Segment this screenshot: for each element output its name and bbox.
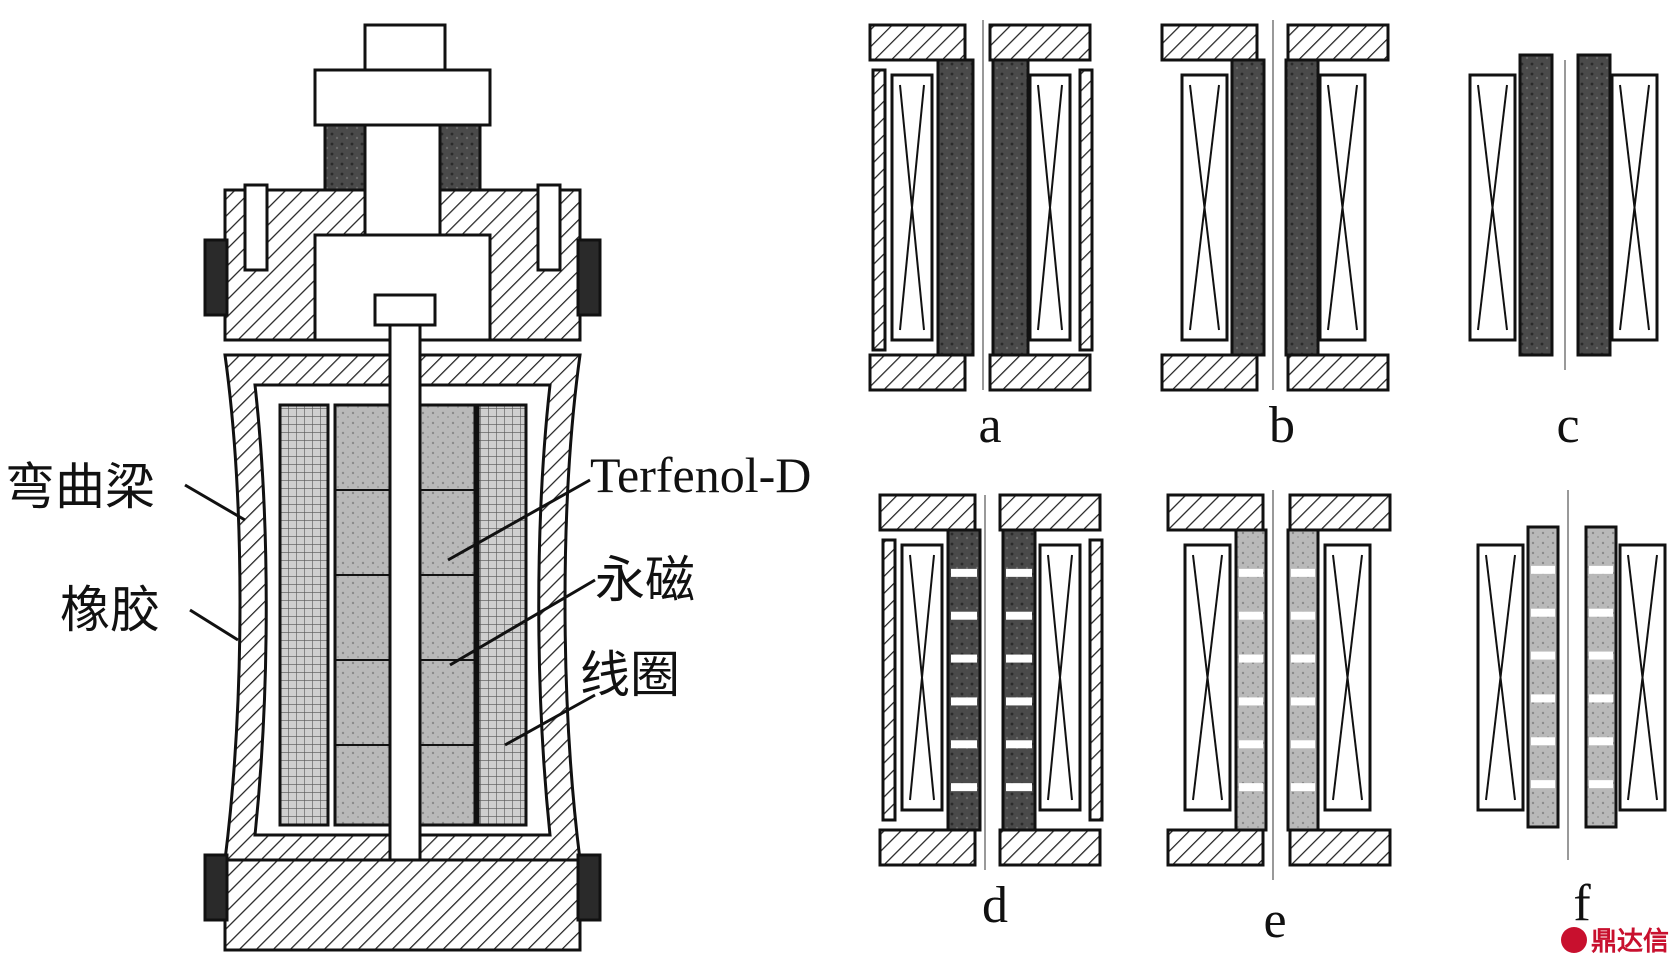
core-f-right-gap-4 xyxy=(1589,694,1613,703)
plate-d-top-left xyxy=(878,493,977,532)
core-c-left xyxy=(1518,53,1554,357)
leader-lines xyxy=(184,478,596,747)
shell-a-left xyxy=(871,68,887,352)
core-d-right-gap-4 xyxy=(1006,697,1032,706)
core-d-right-gap-5 xyxy=(1006,740,1032,749)
panel-label-c: c xyxy=(1556,397,1580,454)
plate-b-top-left xyxy=(1160,23,1259,62)
core-d-left-gap-2 xyxy=(951,611,977,620)
coil-c-left-cross-2 xyxy=(1477,84,1508,331)
coil-e-left-cross-2 xyxy=(1192,554,1223,801)
plate-e-bottom-right xyxy=(1288,828,1392,867)
core-d-right-gap-3 xyxy=(1006,654,1032,663)
core-e-right-gap-4 xyxy=(1291,697,1315,706)
watermark-text: 鼎达信 xyxy=(1590,927,1669,957)
core-f-left-gap-4 xyxy=(1531,694,1555,703)
core-d-right-gap-6 xyxy=(1006,783,1032,792)
panel-label-e: e xyxy=(1263,892,1287,949)
label-coil: 线圈 xyxy=(580,646,680,704)
plate-e-top-right xyxy=(1288,493,1392,532)
plate-b-top-right xyxy=(1286,23,1390,62)
configuration-panels xyxy=(868,20,1667,880)
core-e-right xyxy=(1286,528,1320,832)
core-e-right-gap-3 xyxy=(1291,654,1315,663)
core-d-left-gap-1 xyxy=(951,568,977,577)
core-d-right xyxy=(1001,528,1037,832)
coil-d-right-cross-2 xyxy=(1047,554,1073,801)
coil-b-right-cross-2 xyxy=(1327,84,1358,331)
coil-d-right xyxy=(1038,543,1082,812)
coil-a-left-cross-2 xyxy=(899,84,925,331)
plate-a-top-left xyxy=(868,23,967,62)
core-e-left-gap-4 xyxy=(1239,697,1263,706)
core-f-right-gap-6 xyxy=(1589,780,1613,789)
core-e-right-gap-2 xyxy=(1291,611,1315,620)
core-e-left-gap-6 xyxy=(1239,783,1263,792)
watermark-icon xyxy=(1560,926,1587,953)
core-d-left-gap-3 xyxy=(951,654,977,663)
core-c-right xyxy=(1576,53,1612,357)
panel-label-f: f xyxy=(1573,875,1591,932)
core-d-left-gap-6 xyxy=(951,783,977,792)
core-f-left-gap-3 xyxy=(1531,651,1555,660)
core-f-right-gap-1 xyxy=(1589,565,1613,574)
shell-d-left xyxy=(881,538,897,822)
core-d-left-gap-4 xyxy=(951,697,977,706)
core-e-right-gap-1 xyxy=(1291,568,1315,577)
label-rubber: 橡胶 xyxy=(60,581,160,639)
plate-a-bottom-left xyxy=(868,353,967,392)
core-f-left-gap-2 xyxy=(1531,608,1555,617)
plate-b-bottom-right xyxy=(1286,353,1390,392)
plate-b-bottom-left xyxy=(1160,353,1259,392)
core-f-right-gap-5 xyxy=(1589,737,1613,746)
panel-label-b: b xyxy=(1269,397,1295,454)
core-e-left-gap-1 xyxy=(1239,568,1263,577)
plate-d-top-right xyxy=(998,493,1102,532)
core-f-left-gap-5 xyxy=(1531,737,1555,746)
plate-e-top-left xyxy=(1166,493,1265,532)
coil-d-left-cross-2 xyxy=(909,554,935,801)
core-f-left-gap-6 xyxy=(1531,780,1555,789)
coil-f-right-cross-2 xyxy=(1627,554,1658,801)
plate-a-bottom-right xyxy=(988,353,1092,392)
core-a-left xyxy=(936,58,975,357)
core-f-right-gap-3 xyxy=(1589,651,1613,660)
core-e-left-gap-5 xyxy=(1239,740,1263,749)
coil-b-left-cross-2 xyxy=(1189,84,1220,331)
shell-a-right xyxy=(1078,68,1094,352)
watermark-logo: 鼎达信 xyxy=(1560,921,1669,958)
plate-a-top-right xyxy=(988,23,1092,62)
core-f-right-gap-2 xyxy=(1589,608,1613,617)
plate-d-bottom-left xyxy=(878,828,977,867)
core-b-right xyxy=(1284,58,1320,357)
core-e-right-gap-6 xyxy=(1291,783,1315,792)
coil-c-right-cross-2 xyxy=(1619,84,1650,331)
core-d-left xyxy=(946,528,982,832)
core-f-left xyxy=(1526,525,1560,829)
core-e-left-gap-2 xyxy=(1239,611,1263,620)
core-a-right xyxy=(991,58,1030,357)
panel-label-a: a xyxy=(978,397,1002,454)
core-d-left-gap-5 xyxy=(951,740,977,749)
core-b-left xyxy=(1230,58,1266,357)
coil-e-right-cross-2 xyxy=(1332,554,1363,801)
core-d-right-gap-2 xyxy=(1006,611,1032,620)
transducer-cross-section xyxy=(203,23,602,952)
plate-d-bottom-right xyxy=(998,828,1102,867)
plate-e-bottom-left xyxy=(1166,828,1265,867)
core-d-right-gap-1 xyxy=(1006,568,1032,577)
label-permanent-magnet: 永磁 xyxy=(595,551,695,609)
core-e-left xyxy=(1234,528,1268,832)
core-f-right xyxy=(1584,525,1618,829)
coil-f-left-cross-2 xyxy=(1485,554,1516,801)
panel-label-d: d xyxy=(982,877,1008,934)
core-e-right-gap-5 xyxy=(1291,740,1315,749)
core-e-left-gap-3 xyxy=(1239,654,1263,663)
label-terfenol: Terfenol-D xyxy=(590,447,812,503)
coil-a-right-cross-2 xyxy=(1037,84,1063,331)
core-f-left-gap-1 xyxy=(1531,565,1555,574)
shell-d-right xyxy=(1088,538,1104,822)
label-bending-beam: 弯曲梁 xyxy=(5,458,155,516)
